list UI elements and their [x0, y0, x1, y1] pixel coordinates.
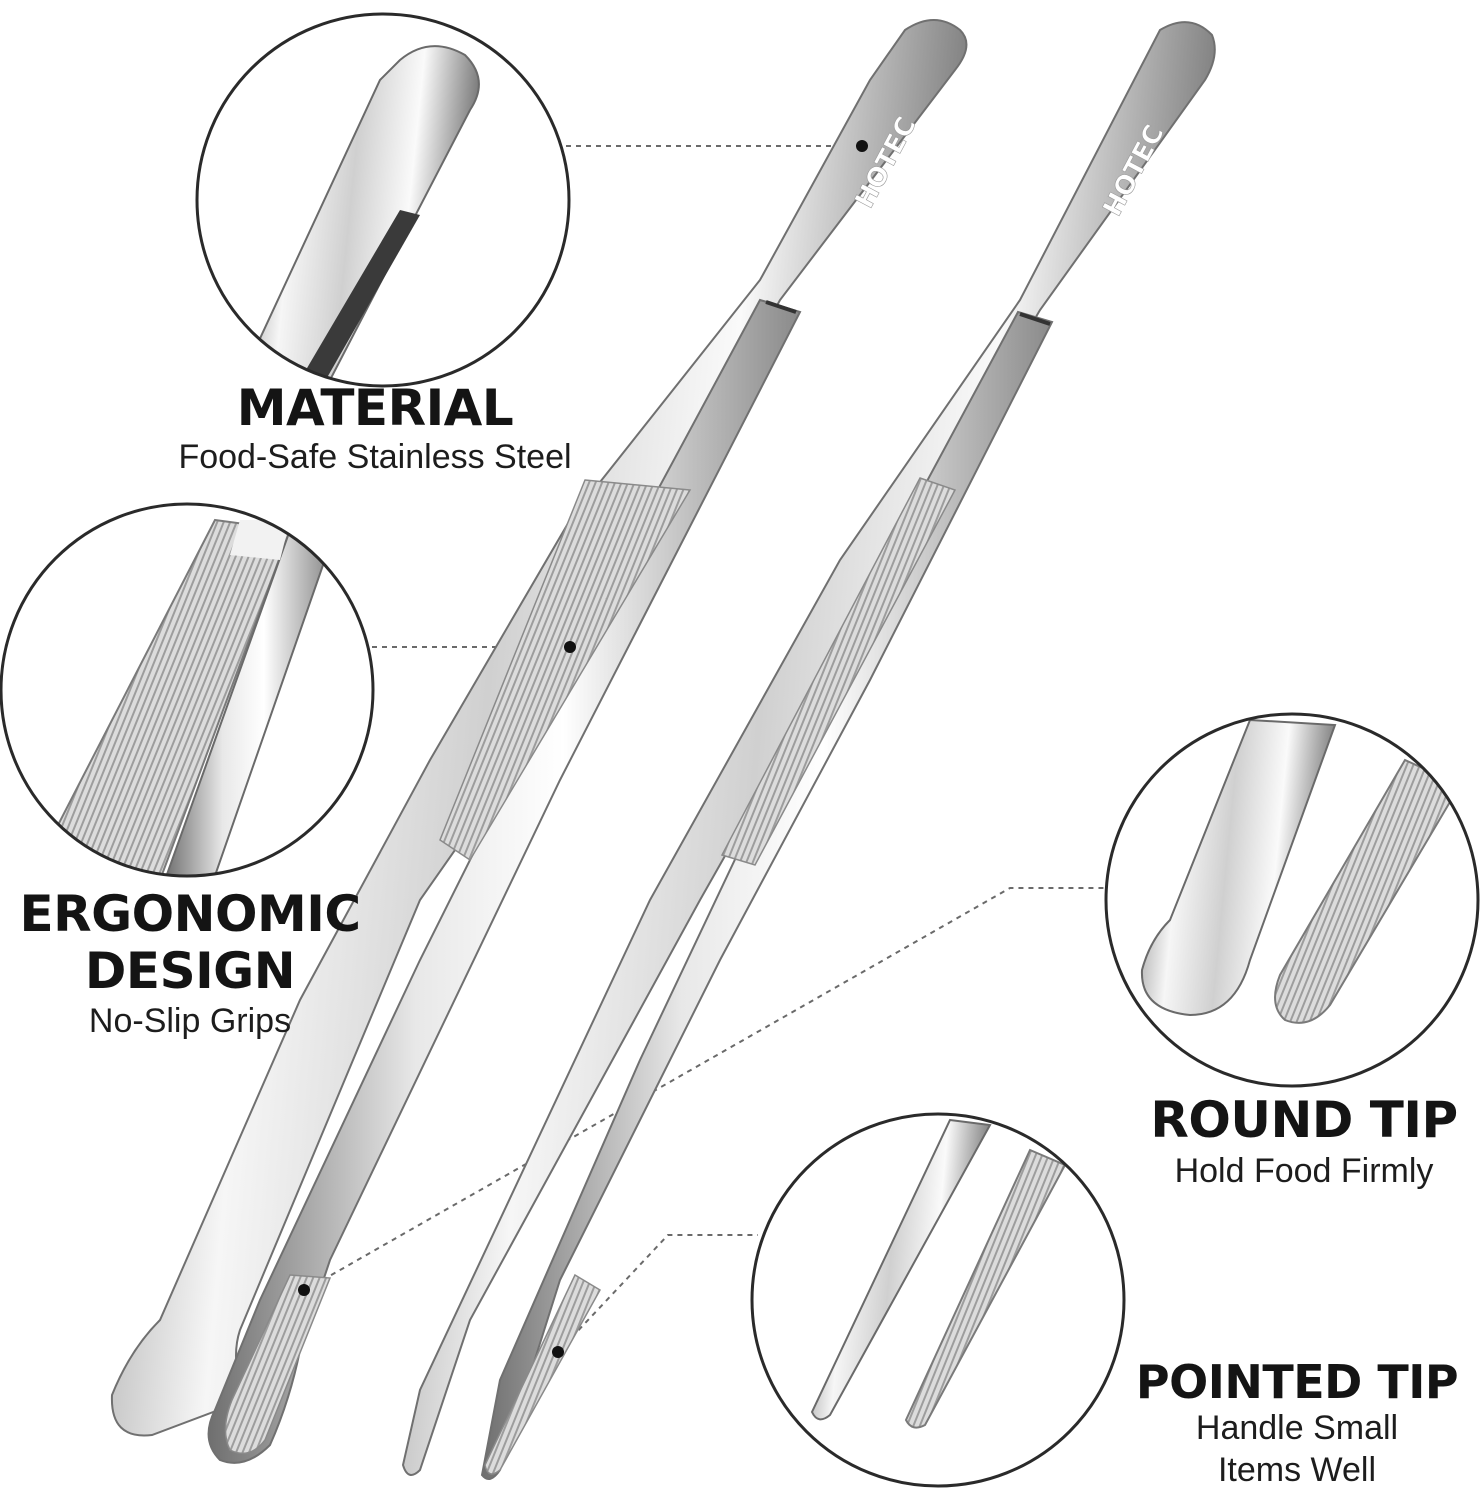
- feature-subtitle: No-Slip Grips: [88, 1002, 292, 1040]
- zoom-circle-round-tip: [1104, 712, 1480, 1088]
- feature-pointed-tip: POINTED TIP Handle Small Items Well: [1110, 1358, 1484, 1491]
- feature-subtitle-line2: Items Well: [1217, 1450, 1377, 1489]
- feature-material: MATERIAL Food-Safe Stainless Steel: [110, 382, 640, 478]
- feature-title: ROUND TIP: [1150, 1091, 1458, 1149]
- feature-title-line1: ERGONOMIC: [19, 885, 361, 943]
- tweezer-left: [110, 19, 968, 1464]
- feature-title: MATERIAL: [236, 379, 514, 437]
- feature-round-tip: ROUND TIP Hold Food Firmly: [1124, 1094, 1484, 1192]
- callout-dots: [298, 140, 868, 1358]
- zoom-circle-grip: [0, 502, 375, 878]
- feature-subtitle: Hold Food Firmly: [1174, 1151, 1434, 1190]
- zoom-circle-material: [195, 12, 571, 388]
- tweezer-right: [401, 21, 1216, 1480]
- zoom-circle-pointed-tip: [750, 1112, 1126, 1488]
- feature-ergonomic: ERGONOMIC DESIGN No-Slip Grips: [10, 888, 370, 1042]
- feature-title-line2: DESIGN: [84, 941, 296, 1000]
- feature-subtitle-line1: Handle Small: [1195, 1409, 1399, 1448]
- feature-title: POINTED TIP: [1135, 1355, 1459, 1409]
- feature-subtitle: Food-Safe Stainless Steel: [178, 437, 572, 476]
